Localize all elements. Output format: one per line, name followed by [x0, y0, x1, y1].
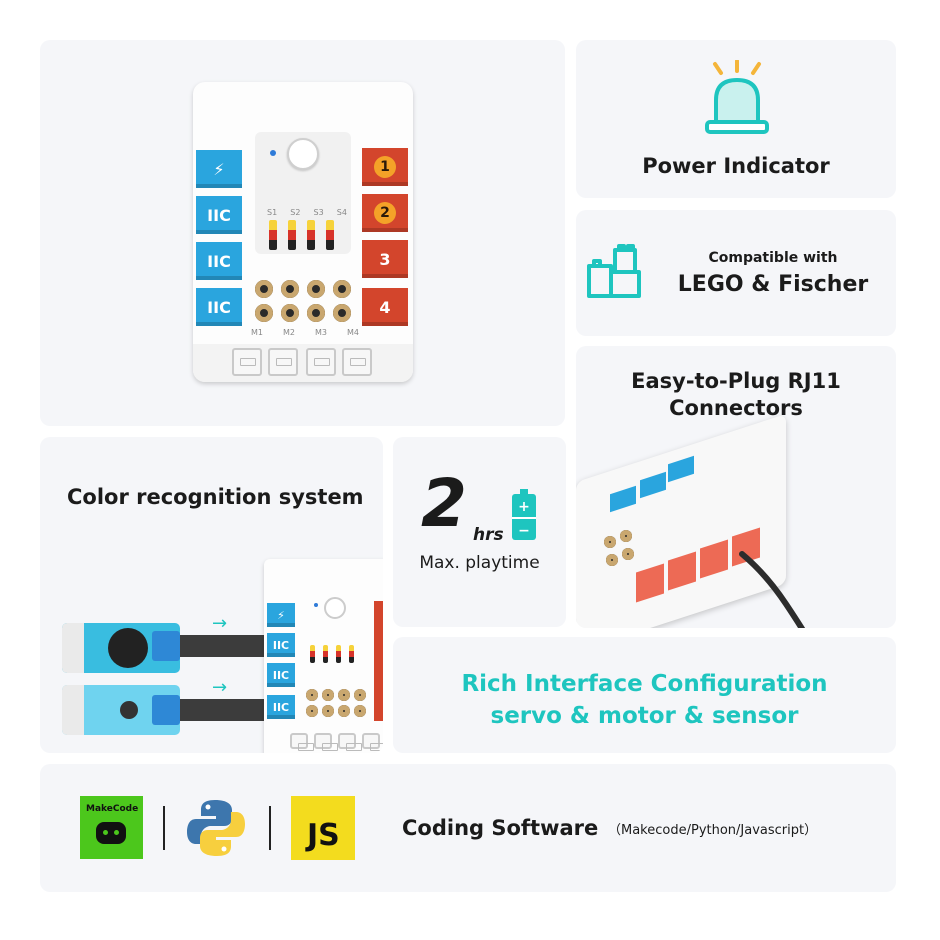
rich-interface-line2: servo & motor & sensor [490, 703, 799, 729]
alarm-light-icon [705, 60, 769, 134]
motor-hole [333, 304, 351, 322]
power-button[interactable] [287, 138, 319, 170]
motor-hole [307, 280, 325, 298]
servo-label-2: S2 [290, 208, 301, 217]
servo-label-1: S1 [267, 208, 278, 217]
motor-hole [255, 304, 273, 322]
servo-label-3: S3 [313, 208, 324, 217]
rj11-title: Easy-to-Plug RJ11 Connectors [576, 368, 896, 422]
js-label: JS [307, 818, 340, 853]
motor-hole [255, 280, 273, 298]
lego-title: LEGO & Fischer [677, 272, 869, 297]
power-indicator-title: Power Indicator [642, 154, 830, 178]
coding-software-title: Coding Software [402, 816, 599, 840]
python-logo-icon [187, 800, 245, 856]
makecode-label: MakeCode [86, 804, 139, 814]
battery-hours-unit: hrs [473, 525, 504, 545]
color-recognition-title: Color recognition system [67, 485, 364, 509]
battery-icon: + − [512, 489, 536, 540]
lego-subtitle: Compatible with [708, 250, 838, 266]
motor-label-1: M1 [251, 328, 263, 337]
rich-interface-line1: Rich Interface Configuration [461, 671, 828, 697]
arrow-right-icon: → [212, 677, 228, 698]
coding-software-subtitle: （Makecode/Python/Javascript） [608, 823, 818, 838]
motor-hole [281, 280, 299, 298]
cable [178, 699, 266, 721]
rj11-port-4[interactable]: 4 [362, 288, 408, 326]
power-indicator-card: Power Indicator [576, 40, 896, 198]
motor-hole [333, 280, 351, 298]
servo-pin [269, 220, 277, 250]
rj11-port-2[interactable]: 2 [362, 194, 408, 232]
sensor-socket [306, 348, 336, 376]
lego-card: Compatible with LEGO & Fischer [576, 210, 896, 336]
power-led [270, 150, 276, 156]
battery-card: 2 hrs + − Max. playtime [393, 437, 566, 627]
rj11-title-line2: Connectors [669, 396, 803, 420]
color-recognition-card: Color recognition system → → ⚡ IIC IIC I… [40, 437, 383, 753]
rj11-card: Easy-to-Plug RJ11 Connectors [576, 346, 896, 628]
divider [163, 806, 165, 850]
svg-text:−: − [518, 523, 530, 539]
sensor-socket [268, 348, 298, 376]
mini-board: ⚡ IIC IIC IIC [264, 559, 383, 753]
iic-port[interactable]: IIC [196, 196, 242, 234]
motor-label-2: M2 [283, 328, 295, 337]
iic-port[interactable]: IIC [196, 288, 242, 326]
board-angled-photo [576, 413, 806, 628]
sensor-socket [232, 348, 262, 376]
servo-pin [288, 220, 296, 250]
arrow-right-icon: → [212, 613, 228, 634]
divider [269, 806, 271, 850]
cable [178, 635, 266, 657]
rich-interface-card: Rich Interface Configuration servo & mot… [393, 637, 896, 753]
motor-hole [307, 304, 325, 322]
iic-port[interactable]: IIC [196, 242, 242, 280]
battery-hours-number: 2 [421, 465, 467, 542]
microbit-face-icon [96, 822, 126, 844]
power-port[interactable]: ⚡ [196, 150, 242, 188]
motor-label-4: M4 [347, 328, 359, 337]
building-blocks-icon [587, 244, 641, 298]
rj11-port-1[interactable]: 1 [362, 148, 408, 186]
servo-label-4: S4 [336, 208, 347, 217]
board-card: S1 S2 S3 S4 M1 M2 M3 M4 ⚡ IIC IIC IIC 1 … [40, 40, 565, 426]
servo-pin [326, 220, 334, 250]
nezha-board: S1 S2 S3 S4 M1 M2 M3 M4 ⚡ IIC IIC IIC 1 … [193, 82, 413, 382]
rj11-port-3[interactable]: 3 [362, 240, 408, 278]
javascript-logo: JS [291, 796, 355, 860]
makecode-logo: MakeCode [80, 796, 143, 859]
svg-text:+: + [518, 499, 530, 515]
sensor-socket [342, 348, 372, 376]
motor-hole [281, 304, 299, 322]
rj11-title-line1: Easy-to-Plug RJ11 [631, 369, 841, 393]
battery-caption: Max. playtime [419, 553, 540, 573]
coding-software-card: MakeCode JS Coding Software （Makecode/Py… [40, 764, 896, 892]
motor-label-3: M3 [315, 328, 327, 337]
servo-pin [307, 220, 315, 250]
